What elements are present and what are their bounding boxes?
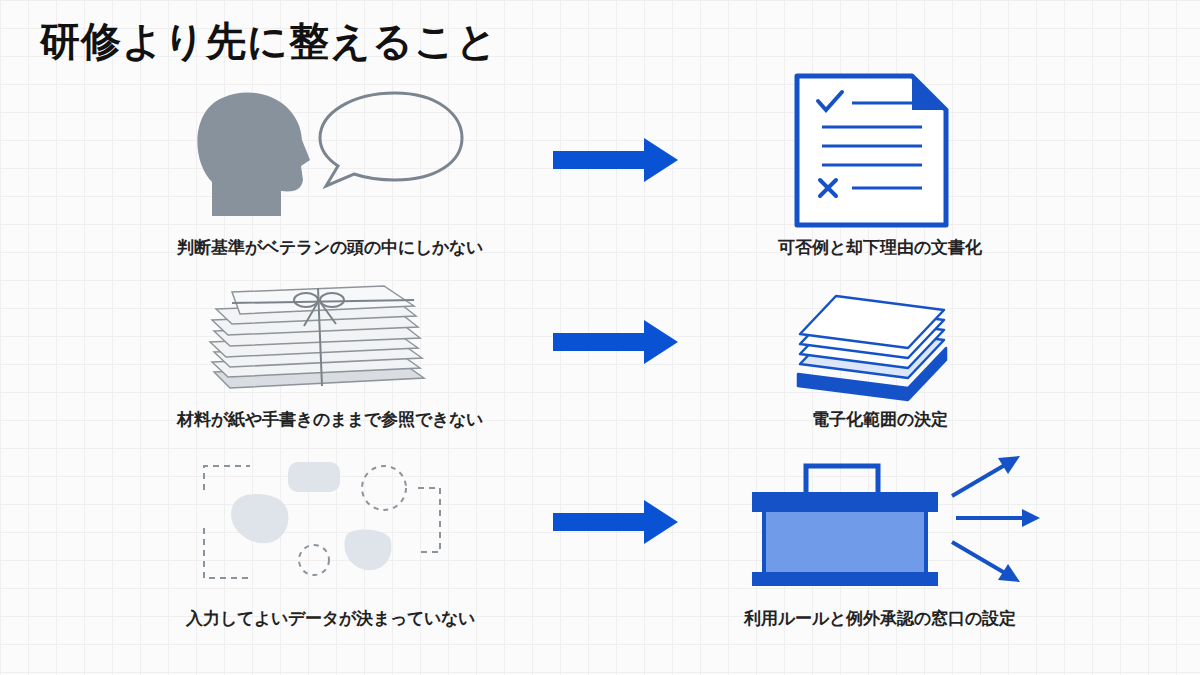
item-caption: 可否例と却下理由の文書化 — [778, 235, 982, 259]
head-illustration — [197, 92, 462, 216]
item-caption: 判断基準がベテランの頭の中にしかない — [177, 235, 483, 259]
flow-arrow — [553, 138, 678, 182]
item-node: 判断基準がベテランの頭の中にしかない — [107, 85, 553, 265]
flow-arrow — [553, 500, 678, 544]
item-caption: 電子化範囲の決定 — [812, 407, 948, 431]
document-icon — [797, 76, 946, 225]
paper-stack-tied — [210, 286, 424, 388]
rule-box — [752, 456, 1040, 586]
item-node: 利用ルールと例外承認の窓口の設定 — [678, 455, 1082, 630]
page-title: 研修より先に整えること — [40, 14, 498, 69]
item-node: 電子化範囲の決定 — [678, 275, 1082, 435]
paper-stack-digital — [798, 296, 946, 400]
item-caption: 材料が紙や手書きのままで参照できない — [177, 407, 483, 431]
item-node: 可否例と却下理由の文書化 — [678, 85, 1082, 265]
item-node: 材料が紙や手書きのままで参照できない — [107, 275, 553, 435]
item-caption: 入力してよいデータが決まっていない — [186, 606, 475, 630]
item-node: 入力してよいデータが決まっていない — [107, 455, 553, 630]
undefined-data-shapes — [204, 462, 440, 578]
flow-arrow — [553, 320, 678, 364]
item-caption: 利用ルールと例外承認の窓口の設定 — [744, 606, 1016, 630]
